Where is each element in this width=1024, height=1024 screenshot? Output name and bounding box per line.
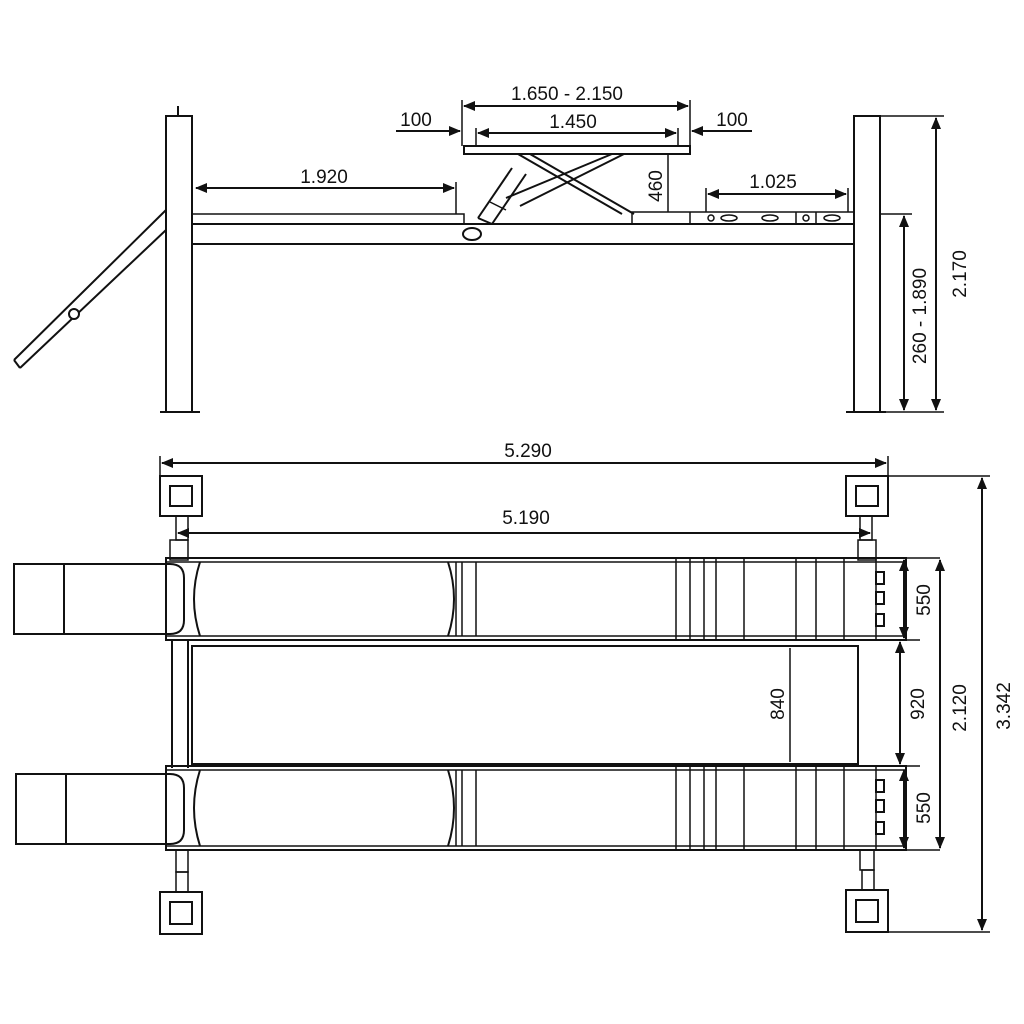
dim-overhang-right: 100 bbox=[691, 110, 752, 136]
label-center-plate: 840 bbox=[768, 688, 789, 720]
label-column-height: 2.170 bbox=[950, 250, 971, 298]
dim-scissor-height: 460 bbox=[646, 154, 669, 212]
top-view: 5.290 5.190 550 920 550 840 bbox=[13, 441, 1015, 935]
dim-overhang-left: 100 bbox=[396, 110, 461, 136]
label-lift-height-range: 260 - 1.890 bbox=[910, 268, 931, 364]
dim-runway-front: 1.920 bbox=[195, 167, 457, 214]
runway-top bbox=[165, 557, 907, 641]
dim-rear-section: 1.025 bbox=[705, 172, 849, 212]
label-platform-length: 1.450 bbox=[549, 112, 597, 133]
dim-lift-height-range: 260 - 1.890 bbox=[880, 213, 931, 413]
dim-inner-width: 2.120 bbox=[935, 559, 971, 849]
label-inner-length: 5.190 bbox=[502, 508, 550, 529]
left-cross-beam bbox=[171, 640, 189, 768]
scissor-jack bbox=[463, 145, 691, 225]
right-column bbox=[846, 115, 886, 413]
label-runway-width-bottom: 550 bbox=[914, 792, 935, 824]
label-runway-width-top: 550 bbox=[914, 584, 935, 616]
dim-inner-length: 5.190 bbox=[177, 508, 871, 538]
ramp-top bbox=[13, 563, 185, 635]
dim-overall-length: 5.290 bbox=[159, 441, 889, 476]
dim-platform-length: 1.450 bbox=[475, 112, 679, 146]
side-view: 1.650 - 2.150 1.450 100 100 1.920 460 bbox=[13, 84, 971, 413]
runway-bottom bbox=[165, 765, 907, 851]
drive-on-ramp bbox=[13, 209, 167, 369]
label-rear-section: 1.025 bbox=[749, 172, 797, 193]
center-plate bbox=[191, 645, 859, 765]
dim-center-plate: 840 bbox=[768, 688, 789, 720]
left-column bbox=[160, 106, 200, 413]
label-runway-front: 1.920 bbox=[300, 167, 348, 188]
label-overall-length: 5.290 bbox=[504, 441, 552, 462]
label-overhang-left: 100 bbox=[400, 110, 432, 131]
runway-beam bbox=[191, 211, 855, 245]
ramp-bottom bbox=[15, 773, 185, 845]
label-inner-width: 2.120 bbox=[950, 684, 971, 732]
dim-overall-width: 3.342 bbox=[888, 475, 1015, 933]
label-overhang-right: 100 bbox=[716, 110, 748, 131]
dim-runway-width-bottom: 550 bbox=[899, 769, 940, 851]
dim-platform-length-range: 1.650 - 2.150 bbox=[461, 84, 691, 146]
label-gap-width: 920 bbox=[908, 688, 929, 720]
label-overall-width: 3.342 bbox=[994, 682, 1015, 730]
label-platform-length-range: 1.650 - 2.150 bbox=[511, 84, 623, 105]
dim-runway-width-top: 550 bbox=[899, 557, 940, 641]
label-scissor-height: 460 bbox=[646, 170, 667, 202]
dim-column-height: 2.170 bbox=[880, 115, 971, 413]
dim-gap-width: 920 bbox=[895, 641, 929, 767]
